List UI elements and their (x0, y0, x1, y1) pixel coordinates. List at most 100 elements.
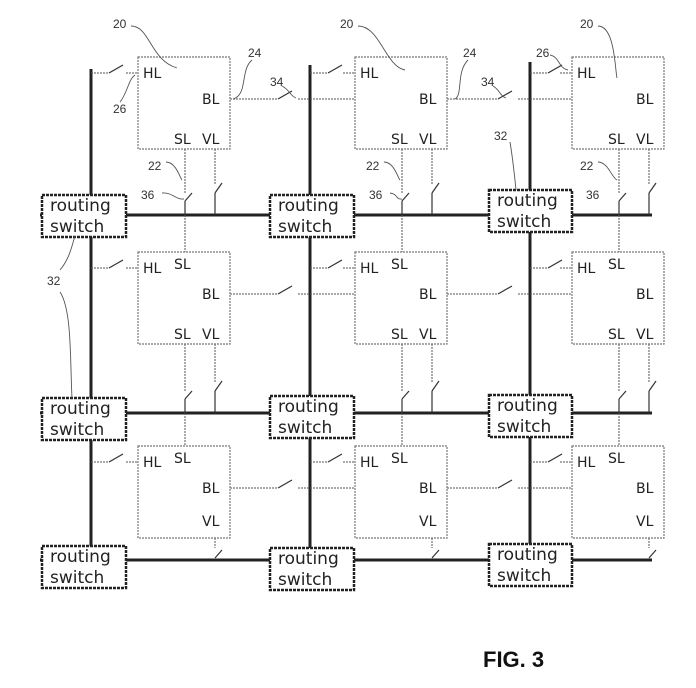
leader-line (357, 25, 406, 71)
memory-cell-0-0: HL BL SL VL (137, 56, 231, 150)
port-sl-top: SL (608, 451, 625, 467)
hl-switch (547, 259, 563, 269)
port-hl: HL (143, 261, 162, 277)
cell-box (571, 56, 665, 150)
port-hl: HL (360, 66, 379, 82)
routing-switch-label-line1: routing (50, 547, 111, 567)
routing-switch-box (487, 188, 574, 234)
hl-switch (547, 453, 563, 463)
cell-box (137, 56, 231, 150)
sl-switch (184, 192, 193, 202)
routing-switch-label-line2: switch (278, 217, 332, 237)
port-vl: VL (636, 132, 654, 148)
leader-line (454, 59, 469, 100)
routing-switch-label-line1: routing (497, 191, 558, 211)
cell-box (571, 251, 665, 345)
reference-numeral: 26 (113, 102, 127, 116)
port-bl-right: BL (636, 92, 654, 108)
sl-switch (401, 390, 410, 400)
hl-switch (327, 453, 343, 463)
port-vl: VL (202, 327, 220, 343)
leader-line (232, 59, 253, 100)
routing-switch-label-line1: routing (497, 396, 558, 416)
leader-line (165, 161, 183, 181)
port-sl-bottom: SL (174, 132, 191, 148)
reference-numeral: 22 (148, 159, 162, 173)
sl-switch (618, 192, 627, 202)
sl-switch (618, 390, 627, 400)
sl-switch (184, 390, 193, 400)
routing-switch-label-line2: switch (497, 212, 551, 232)
leader-line (492, 85, 507, 99)
cell-box (354, 445, 448, 539)
port-sl-bottom: SL (391, 327, 408, 343)
routing-switch-label-line2: switch (278, 418, 332, 438)
bl-switch (277, 285, 293, 295)
vl-switch (214, 182, 223, 194)
leader-line (281, 85, 297, 99)
routing-switch-label-line1: routing (278, 549, 339, 569)
routing-switch-label-line1: routing (50, 196, 111, 216)
vl-switch (648, 182, 657, 194)
reference-numeral: 22 (580, 159, 594, 173)
leader-line (597, 25, 618, 79)
reference-numeral: 36 (141, 188, 155, 202)
leader-line (597, 161, 618, 181)
reference-numeral: 32 (494, 129, 508, 143)
routing-switch-box (268, 546, 356, 592)
port-sl-bottom: SL (608, 132, 625, 148)
routing-switch-box (268, 193, 356, 239)
port-bl-right: BL (419, 481, 437, 497)
leader-line (119, 74, 136, 103)
port-vl: VL (202, 132, 220, 148)
routing-switch-label-line2: switch (50, 568, 104, 588)
figure-title: FIG. 3 (483, 647, 544, 672)
leader-line (59, 291, 73, 399)
leader-line (549, 54, 569, 71)
hl-switch (327, 64, 343, 74)
reference-numeral: 26 (536, 46, 550, 60)
cell-box (137, 251, 231, 345)
port-sl-top: SL (391, 451, 408, 467)
leader-line (130, 25, 178, 69)
hl-switch (108, 453, 124, 463)
port-bl-right: BL (419, 287, 437, 303)
reference-numeral: 36 (586, 188, 600, 202)
vl-switch (214, 380, 223, 392)
vl-switch (648, 380, 657, 392)
port-sl-top: SL (174, 451, 191, 467)
port-bl-right: BL (636, 481, 654, 497)
port-bl-right: BL (202, 92, 220, 108)
port-vl: VL (636, 327, 654, 343)
reference-numeral: 20 (113, 17, 127, 31)
hl-switch (108, 64, 124, 74)
memory-cells: HLBLSLVLBLHLBLSLVLBLHLBLSLVLHLBLSLSLVLBL… (137, 56, 665, 539)
bl-switch (277, 90, 293, 100)
port-hl: HL (143, 66, 162, 82)
routing-switch-label-line1: routing (278, 196, 339, 216)
routing-switch-box (40, 193, 128, 239)
hl-switch (327, 259, 343, 269)
port-hl: HL (360, 455, 379, 471)
vl-switch (214, 549, 223, 559)
bl-switch (497, 479, 513, 489)
port-bl-right: BL (419, 92, 437, 108)
cell-box (571, 445, 665, 539)
leader-line (383, 161, 401, 181)
vl-switch (431, 549, 440, 559)
reference-numeral: 36 (369, 188, 383, 202)
hl-switch (108, 259, 124, 269)
port-vl: VL (636, 514, 654, 530)
